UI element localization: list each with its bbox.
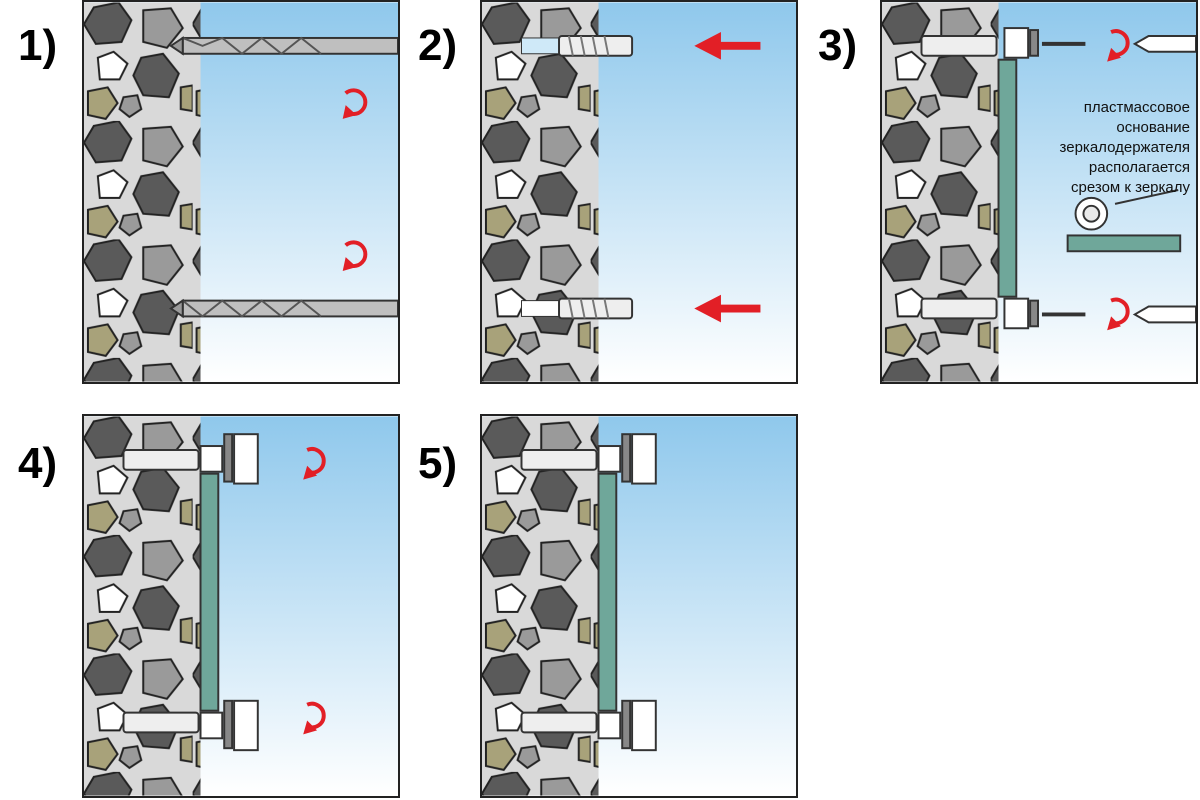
step-2-number: 2) — [418, 21, 458, 70]
rotate-arrow-icon — [342, 88, 368, 119]
dowel-icon — [122, 711, 200, 734]
step-5-panel — [480, 414, 798, 798]
mirror-glass-icon — [199, 472, 220, 712]
mirror-holder-icon — [1003, 27, 1039, 59]
mirror-holder-icon — [199, 699, 259, 752]
dowel-icon — [920, 35, 998, 57]
mirror-holder-icon — [1003, 297, 1039, 330]
screwdriver-icon — [1132, 305, 1196, 324]
mirror-holder-icon — [597, 433, 657, 485]
dowel-icon — [558, 35, 634, 57]
step-3-note-line: срезом к зеркалу — [1071, 179, 1190, 196]
stone-wall — [882, 2, 999, 382]
screwdriver-icon — [1132, 35, 1196, 53]
dowel-icon — [558, 297, 634, 320]
stone-wall — [482, 416, 599, 796]
mirror-glass-icon — [597, 472, 618, 712]
drill-bit-icon — [169, 36, 398, 56]
step-4-panel — [82, 414, 400, 798]
step-3-note-line: основание — [1116, 119, 1190, 136]
rotate-arrow-icon — [1107, 297, 1130, 331]
rotate-arrow-icon — [303, 701, 326, 735]
rotate-arrow-icon — [303, 447, 326, 480]
step-4-illustration — [84, 416, 398, 796]
step-3-number: 3) — [818, 21, 858, 70]
step-5-number: 5) — [418, 439, 458, 488]
step-1-illustration — [84, 2, 398, 382]
stone-wall — [482, 2, 599, 382]
dowel-icon — [122, 449, 200, 471]
stone-wall — [84, 2, 201, 382]
push-arrow-icon — [694, 32, 761, 60]
step-1-number: 1) — [18, 21, 58, 70]
mirror-glass-icon — [997, 58, 1018, 298]
step-3-note-line: пластмассовое — [1083, 99, 1190, 116]
mirror-holder-icon — [199, 433, 259, 485]
step-2-illustration — [482, 2, 796, 382]
dowel-icon — [520, 711, 598, 734]
mirror-holder-icon — [597, 699, 657, 752]
dowel-icon — [520, 449, 598, 471]
step-3-note-line: зеркалодержателя — [1059, 139, 1190, 156]
step-3-note-line: располагается — [1088, 159, 1190, 176]
step-2-panel — [480, 0, 798, 384]
rotate-arrow-icon — [342, 240, 368, 271]
push-arrow-icon — [694, 294, 761, 323]
step-3-illustration — [882, 2, 1196, 382]
stone-wall — [84, 416, 201, 796]
callout-detail — [1066, 189, 1182, 253]
step-4-number: 4) — [18, 439, 58, 488]
drill-bit-icon — [169, 298, 398, 319]
dowel-icon — [920, 297, 998, 320]
step-5-illustration — [482, 416, 796, 796]
rotate-arrow-icon — [1107, 29, 1130, 62]
step-1-panel — [82, 0, 400, 384]
step-3-panel — [880, 0, 1198, 384]
step-3-note: пластмассовое основание зеркалодержателя… — [1030, 98, 1190, 198]
